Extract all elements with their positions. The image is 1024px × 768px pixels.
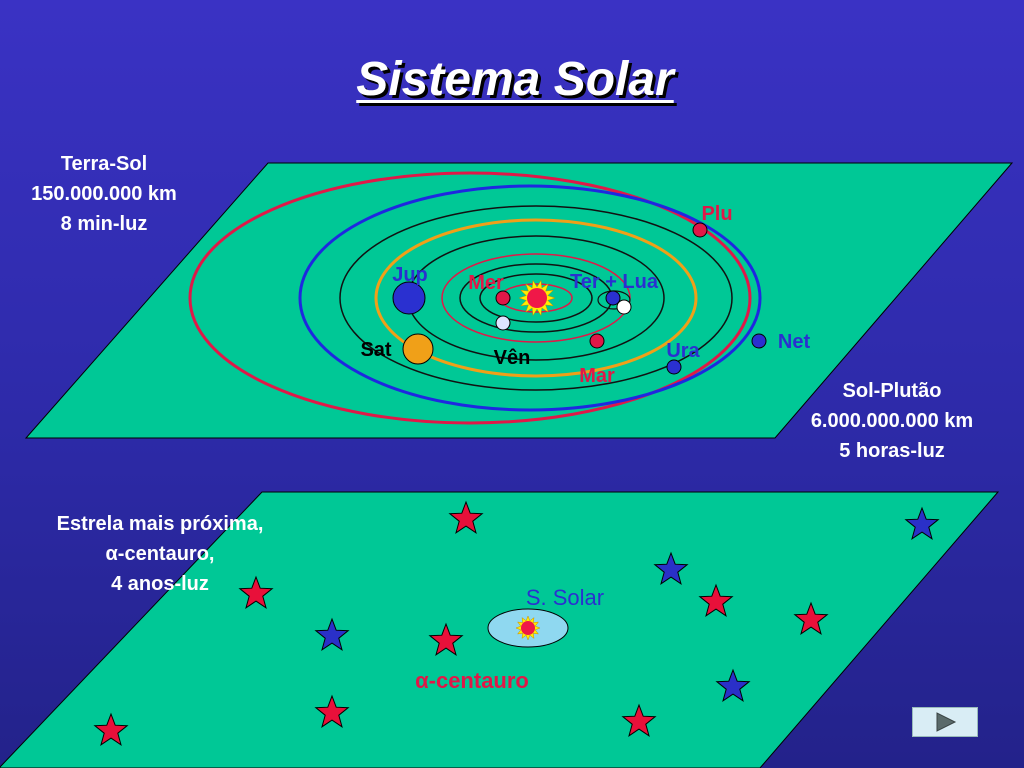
label-pluto: Plu [701,203,732,225]
planet-earth [605,290,621,306]
planet-neptune [751,333,767,349]
nearest-star-info: Estrela mais próxima, α-centauro, 4 anos… [20,509,300,599]
earth-sun-distance: Terra-Sol 150.000.000 km 8 min-luz [4,149,204,239]
label-solar-system: S. Solar [526,585,604,610]
earth-sun-line2: 150.000.000 km [31,183,177,205]
orbit-uranus [339,205,733,391]
label-mercury: Mer [468,272,504,294]
orbit-saturn [374,218,698,378]
nearest-star-line2: α-centauro, [105,543,215,565]
page-title: Sistema Solar [356,53,674,106]
orbit-pluto [188,171,752,425]
small-sun-star-icon [515,615,541,641]
earth-sun-line1: Terra-Sol [60,153,148,175]
planet-uranus [666,359,682,375]
planet-jupiter [392,281,426,315]
sun-pluto-line3: 5 horas-luz [839,440,945,462]
sun-pluto-distance: Sol-Plutão 6.000.000.000 km 5 horas-luz [782,376,1002,466]
orbit-neptune [298,184,762,412]
star-blue-icon [653,551,689,585]
nearest-star-line3: 4 anos-luz [111,573,209,595]
star-red-icon [314,694,350,728]
label-neptune: Net [778,331,811,353]
play-arrow-icon [936,712,957,732]
star-red-icon [621,703,657,737]
planet-mercury [495,290,511,306]
star-red-icon [698,583,734,617]
star-red-icon [448,500,484,534]
label-earth-moon: Ter + Lua [570,271,659,293]
label-uranus: Ura [666,340,700,362]
orbit-venus [479,273,593,323]
solar-system-plane [24,162,1014,439]
label-venus: Vên [494,347,531,369]
star-red-icon [238,575,274,609]
star-blue-icon [715,668,751,702]
label-saturn: Sat [360,339,391,361]
planet-mars [589,333,605,349]
planet-pluto [692,222,708,238]
star-red-icon [793,601,829,635]
planet-venus [495,315,511,331]
next-slide-button[interactable] [912,707,978,737]
label-jupiter: Jup [392,264,428,286]
sun-star-icon [518,279,556,317]
star-blue-icon [904,506,940,540]
earth-sun-line3: 8 min-luz [60,213,148,235]
sun-pluto-line1: Sol-Plutão [842,380,942,402]
moon [616,299,632,315]
label-alpha-centauri: α-centauro [415,668,529,693]
star-red-icon [428,622,464,656]
nearest-star-line1: Estrela mais próxima, [56,513,264,535]
planet-saturn [402,333,434,365]
star-blue-icon [314,617,350,651]
star-red-icon [93,712,129,746]
label-mars: Mar [579,365,615,387]
sun-pluto-line2: 6.000.000.000 km [810,410,974,432]
